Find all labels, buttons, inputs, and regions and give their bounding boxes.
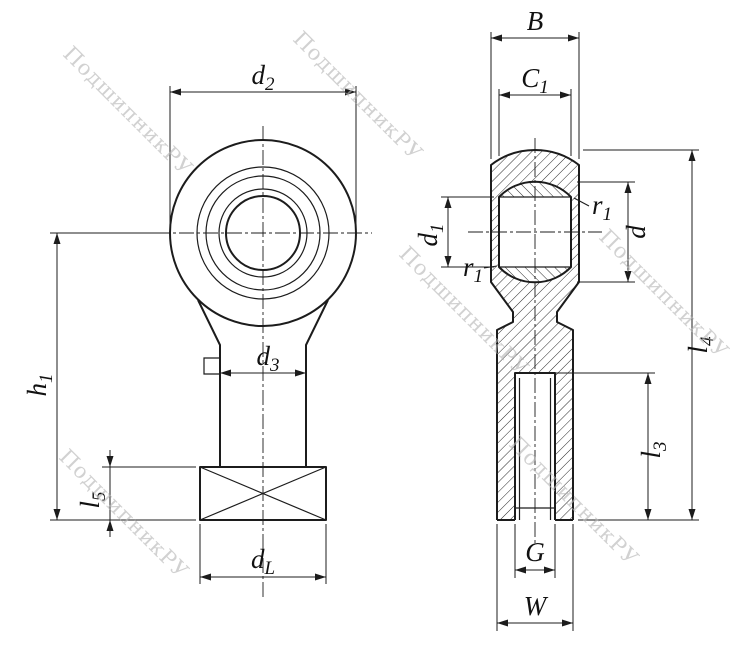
housing-section-hatch	[491, 149, 579, 330]
arrowhead	[220, 369, 231, 377]
watermark-layer: ПодшипникРУ ПодшипникРУ ПодшипникРУ Подш…	[54, 27, 733, 584]
dim-h1-label: h1	[22, 374, 57, 397]
dim-W-label: W	[524, 591, 549, 621]
arrowhead	[444, 256, 452, 267]
arrowhead	[544, 566, 555, 574]
base-block	[199, 466, 327, 521]
arrowhead	[624, 182, 632, 193]
arrowhead	[444, 197, 452, 208]
dim-l4-label: l4	[683, 336, 718, 354]
arrowhead	[644, 373, 652, 384]
head-outer-circle	[169, 139, 357, 327]
arrowhead	[624, 271, 632, 282]
arrowhead	[562, 619, 573, 627]
arrowhead	[106, 456, 114, 467]
dimension-d2: d2	[169, 60, 357, 226]
arrowhead	[200, 573, 211, 581]
dimension-dL: dL	[199, 524, 327, 584]
dim-d2-label: d2	[252, 60, 276, 95]
shank-outline	[197, 299, 329, 467]
thread-hole-outline	[514, 372, 556, 520]
dimension-C1: C1	[498, 63, 572, 156]
dimension-d1: d1	[413, 196, 494, 268]
arrowhead	[53, 509, 61, 520]
arrowhead	[53, 233, 61, 244]
bore-circle	[225, 195, 301, 271]
dimension-d3: d3	[220, 341, 306, 377]
dim-l5-label: l5	[75, 491, 110, 508]
dim-d3-label: d3	[257, 341, 280, 376]
front-view: d2 h1 d3 l5	[22, 60, 372, 600]
arrowhead	[170, 88, 181, 96]
housing-lip-circle	[196, 166, 330, 300]
arrowhead	[315, 573, 326, 581]
watermark-text: ПодшипникРУ	[594, 225, 733, 364]
leader-line	[573, 197, 590, 207]
dim-d-label: d	[621, 225, 651, 239]
dim-r1-bottom-label: r1	[463, 252, 483, 287]
dim-r1-top-label: r1	[592, 190, 612, 225]
arrowhead	[106, 520, 114, 531]
dim-G-label: G	[525, 537, 545, 567]
arrowhead	[515, 566, 526, 574]
dimension-l3: l3	[555, 372, 671, 520]
bore-chamfer-circle	[218, 188, 308, 278]
watermark-text: ПодшипникРУ	[54, 445, 193, 584]
dimension-l4: l4	[578, 149, 718, 521]
dim-dL-label: dL	[251, 544, 275, 579]
dimension-B: B	[490, 6, 580, 159]
grease-nipple	[203, 357, 220, 375]
dimension-d: d	[577, 181, 651, 283]
arrowhead	[688, 150, 696, 161]
watermark-text: ПодшипникРУ	[288, 27, 427, 166]
arrowhead	[499, 91, 510, 99]
arrowhead	[568, 34, 579, 42]
arrowhead	[644, 509, 652, 520]
dimension-h1: h1	[22, 232, 196, 521]
side-section-view: B C1 d1 r1 r1	[413, 6, 718, 631]
dimension-G: G	[514, 524, 556, 578]
dim-B-label: B	[527, 6, 544, 36]
dim-d1-label: d1	[413, 224, 448, 247]
base-cross-line	[199, 466, 327, 521]
ball-edge-circle	[205, 175, 321, 291]
dim-l3-label: l3	[636, 441, 671, 458]
side-view-outline	[490, 148, 580, 521]
arrowhead	[688, 509, 696, 520]
arrowhead	[295, 369, 306, 377]
fillet-r1-bottom: r1	[463, 252, 498, 287]
dim-C1-label: C1	[521, 63, 549, 98]
leader-line	[483, 265, 498, 269]
arrowhead	[345, 88, 356, 96]
fillet-r1-top: r1	[573, 190, 612, 225]
arrowhead	[560, 91, 571, 99]
dimension-l5: l5	[75, 450, 196, 537]
dimension-W: W	[496, 524, 574, 631]
arrowhead	[491, 34, 502, 42]
arrowhead	[497, 619, 508, 627]
watermark-text: ПодшипникРУ	[58, 42, 197, 181]
